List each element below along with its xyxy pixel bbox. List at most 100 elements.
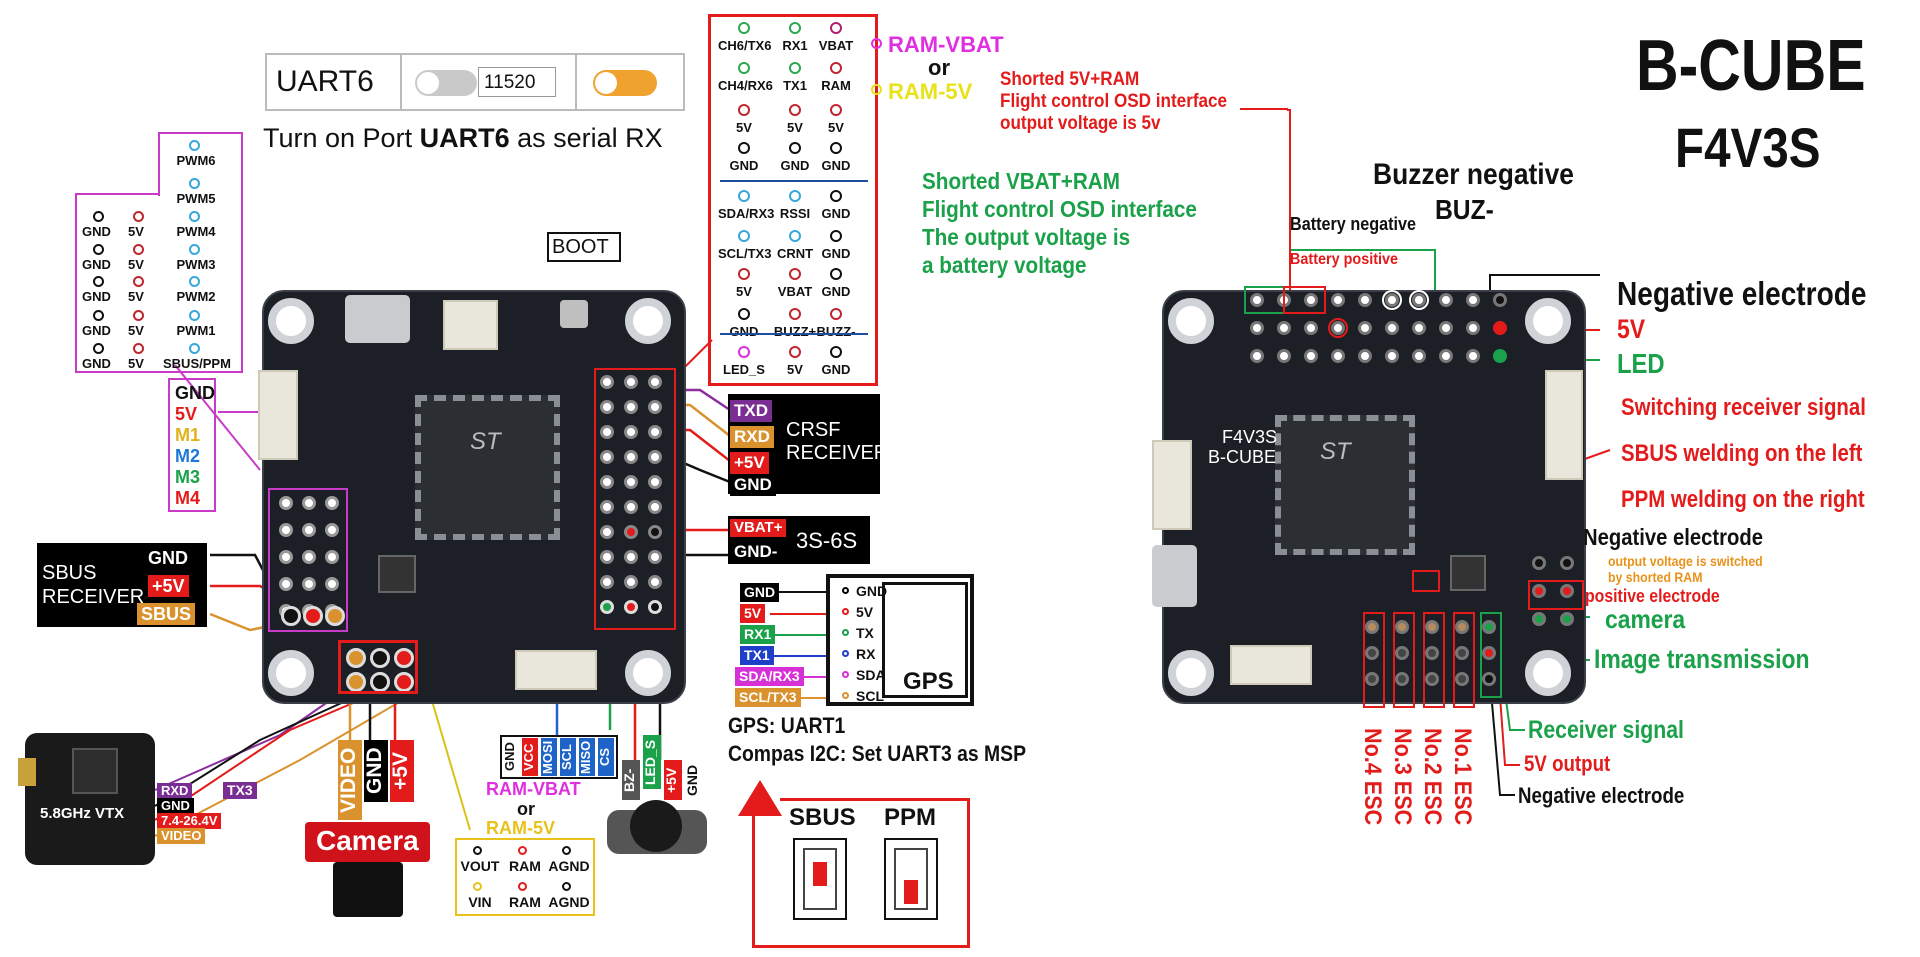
gps-ring <box>842 608 849 615</box>
top-header-pin-label: GND <box>729 324 759 339</box>
ram-or-label: or <box>928 55 950 80</box>
left-board-header-pin <box>600 425 614 439</box>
left-board-header-pin <box>624 500 638 514</box>
right-label-switch2: SBUS welding on the left <box>1621 440 1863 467</box>
crsf-5v: +5V <box>730 452 769 474</box>
top-header-pin-label: RAM <box>821 78 851 93</box>
uart6-divider-1 <box>400 53 402 111</box>
i2c-pin-label: MOSI <box>540 738 557 776</box>
pwm-5v-label: 5V <box>128 323 144 338</box>
pwm-5v-label: 5V <box>128 224 144 239</box>
top-header-pin-label: CH6/TX6 <box>718 38 772 53</box>
pwm-signal-ring <box>189 140 200 151</box>
top-header-pin-label: TX1 <box>783 78 807 93</box>
jumper-ppm <box>884 838 938 920</box>
vtx-pin-label: 7.4-26.4V <box>157 813 222 829</box>
vtx-pin-label: GND <box>157 798 194 814</box>
top-header-sep-1 <box>720 180 868 182</box>
sbus-rx-gnd: GND <box>144 547 192 569</box>
top-header-pin-label: 5V <box>787 362 803 377</box>
right-board-pad <box>1412 349 1426 363</box>
baud-field[interactable] <box>478 67 556 97</box>
pwm-signal-ring <box>189 276 200 287</box>
ram-vbat-label: RAM-VBAT <box>888 32 1004 57</box>
sbus-rx-label-1: SBUS <box>42 562 97 584</box>
esc-pin <box>1365 620 1379 634</box>
ram-box-ring <box>518 846 527 855</box>
left-board-header-pin <box>648 425 662 439</box>
motor-legend-box <box>168 378 216 512</box>
esc-pin <box>1395 672 1409 686</box>
pwm-5v-label: 5V <box>128 289 144 304</box>
uart6-divider-2 <box>575 53 577 111</box>
esc-pin <box>1365 646 1379 660</box>
battery-gnd: GND- <box>730 543 782 561</box>
i2c-pin-label: CS <box>597 738 614 776</box>
left-board-header-pin <box>624 425 638 439</box>
gps-label: GPS <box>903 668 954 695</box>
left-board-pad <box>279 523 293 537</box>
buz-pad-ring <box>1382 290 1402 310</box>
esc-pin <box>1425 646 1439 660</box>
top-header-ring <box>738 104 750 116</box>
pwm-gnd-label: GND <box>82 323 111 338</box>
right-label-note-a: output voltage is switched <box>1608 553 1763 569</box>
esc-label: No.2 ESC <box>1419 728 1446 826</box>
pwm-signal-label: PWM4 <box>176 224 216 239</box>
pwm-5v-ring <box>133 343 144 354</box>
right-board-pad <box>1439 321 1453 335</box>
right-label-receiver: Receiver signal <box>1528 716 1684 744</box>
camera-vtx-pin <box>1560 584 1574 598</box>
jumper-frame <box>752 798 970 948</box>
pwm-signal-label: PWM6 <box>176 153 216 168</box>
left-board-pad <box>302 577 316 591</box>
pwm-signal-label: PWM5 <box>176 191 216 206</box>
top-header-ring <box>738 308 750 320</box>
top-header-pin-label: 5V <box>787 120 803 135</box>
gps-left-tag: SCL/TX3 <box>735 688 801 707</box>
inductor-left <box>378 555 416 593</box>
sbus-rx-5v: +5V <box>148 575 189 597</box>
jumper-sbus-label: SBUS <box>789 804 856 831</box>
vtx-antenna <box>18 758 36 786</box>
right-label-battery-negative: Battery negative <box>1290 214 1417 234</box>
gps-right-label: SCL <box>856 688 884 704</box>
crsf-label-2: RECEIVER <box>786 442 889 464</box>
gps-note-2: Compas I2C: Set UART3 as MSP <box>728 741 1027 766</box>
jumper-arrow <box>738 780 782 816</box>
right-board-mount-hole-br <box>1525 650 1571 696</box>
left-board-pad <box>302 550 316 564</box>
right-board-mount-hole-tr <box>1525 298 1571 344</box>
pwm-signal-ring <box>189 310 200 321</box>
boot-button[interactable] <box>560 300 588 328</box>
ram-box-label: AGND <box>548 858 590 874</box>
top-header-ring <box>830 190 842 202</box>
note-5v-leader <box>1240 108 1288 110</box>
gps-left-tag: SDA/RX3 <box>735 667 804 686</box>
left-board-header-pin <box>624 600 638 614</box>
motor-legend-item: GND <box>175 383 215 403</box>
top-header-ring <box>738 268 750 280</box>
pwm-gnd-ring <box>93 276 104 287</box>
right-board-pad <box>1304 321 1318 335</box>
camera-vtx-box <box>1528 580 1584 610</box>
uart6-caption-pre: Turn on Port <box>263 123 420 153</box>
battery-cells: 3S-6S <box>796 528 858 553</box>
right-header-left-board <box>594 368 676 630</box>
left-board-mount-hole-tr <box>625 298 671 344</box>
pwm-pads-left <box>268 488 348 632</box>
board-name-2: B-CUBE <box>1208 447 1277 467</box>
left-board-header-pin <box>648 575 662 589</box>
ram-box-label: RAM <box>509 894 541 910</box>
motor-legend-item: M2 <box>175 446 201 466</box>
top-header-pin-label: VBAT <box>777 284 813 299</box>
pwm-signal-ring <box>189 343 200 354</box>
pwm-signal-ring <box>189 178 200 189</box>
led-pin-label: GND <box>684 760 703 800</box>
camera-pin-label: +5V <box>389 740 414 802</box>
note-5v-line: output voltage is 5v <box>1000 113 1161 134</box>
left-board-pad <box>279 496 293 510</box>
right-label-image-tx: Image transmission <box>1594 644 1810 674</box>
right-board-pad <box>1493 293 1507 307</box>
esc-pin <box>1395 620 1409 634</box>
